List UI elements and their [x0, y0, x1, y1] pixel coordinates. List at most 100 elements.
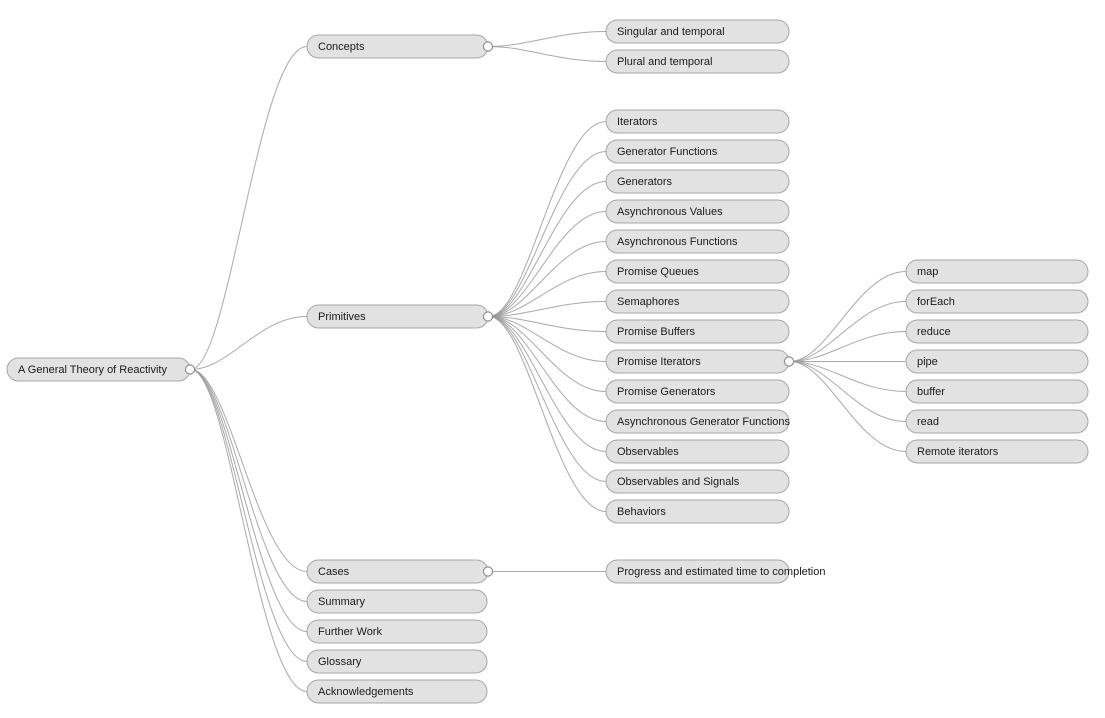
mindmap-node-further-work[interactable]: Further Work: [306, 619, 488, 644]
node-label: reduce: [917, 326, 951, 338]
node-label: Promise Buffers: [617, 326, 696, 338]
node-label: Promise Generators: [617, 386, 716, 398]
node-pill[interactable]: [905, 409, 1089, 434]
mindmap-edge: [789, 361, 907, 422]
node-pill[interactable]: [605, 439, 790, 464]
mindmap-edge: [488, 316, 607, 422]
mindmap-edge: [190, 369, 308, 572]
node-label: Promise Iterators: [617, 356, 701, 368]
mindmap-node-promise-queues[interactable]: Promise Queues: [605, 259, 790, 284]
mindmap-node-observables[interactable]: Observables: [605, 439, 790, 464]
node-pill[interactable]: [605, 469, 790, 494]
mindmap-node-cases[interactable]: Cases: [306, 559, 494, 584]
node-pill[interactable]: [306, 679, 488, 704]
mindmap-node-read[interactable]: read: [905, 409, 1089, 434]
mindmap-node-promise-iterators[interactable]: Promise Iterators: [605, 349, 795, 374]
mindmap-node-progress-and-estimated-time-to-completion[interactable]: Progress and estimated time to completio…: [605, 559, 826, 584]
mindmap-node-asynchronous-functions[interactable]: Asynchronous Functions: [605, 229, 790, 254]
mindmap-edge: [190, 369, 308, 602]
mindmap-node-acknowledgements[interactable]: Acknowledgements: [306, 679, 488, 704]
node-expand-connector[interactable]: [184, 364, 196, 375]
mindmap-edge: [488, 271, 607, 317]
mindmap-edge: [488, 211, 607, 317]
mindmap-node-plural-and-temporal[interactable]: Plural and temporal: [605, 49, 790, 74]
node-pill[interactable]: [306, 649, 488, 674]
node-label: Progress and estimated time to completio…: [617, 566, 826, 578]
node-label: map: [917, 266, 938, 278]
node-pill[interactable]: [306, 589, 488, 614]
mindmap-node-foreach[interactable]: forEach: [905, 289, 1089, 314]
node-pill[interactable]: [905, 319, 1089, 344]
node-expand-connector[interactable]: [482, 311, 494, 322]
mindmap-node-asynchronous-values[interactable]: Asynchronous Values: [605, 199, 790, 224]
mindmap-node-map[interactable]: map: [905, 259, 1089, 284]
node-expand-connector[interactable]: [783, 356, 795, 367]
node-label: buffer: [917, 386, 945, 398]
mindmap-node-primitives[interactable]: Primitives: [306, 304, 494, 329]
node-label: Acknowledgements: [318, 686, 414, 698]
node-pill[interactable]: [605, 49, 790, 74]
node-label: Cases: [318, 566, 350, 578]
mindmap-node-buffer[interactable]: buffer: [905, 379, 1089, 404]
mindmap-node-summary[interactable]: Summary: [306, 589, 488, 614]
node-pill[interactable]: [605, 109, 790, 134]
node-pill[interactable]: [605, 379, 790, 404]
mindmap-node-remote-iterators[interactable]: Remote iterators: [905, 439, 1089, 464]
node-pill[interactable]: [605, 409, 790, 434]
mindmap-node-root[interactable]: A General Theory of Reactivity: [6, 357, 196, 382]
mindmap-node-singular-and-temporal[interactable]: Singular and temporal: [605, 19, 790, 44]
node-pill[interactable]: [905, 259, 1089, 284]
node-pill[interactable]: [605, 169, 790, 194]
mindmap-edge: [488, 316, 607, 482]
mindmap-node-glossary[interactable]: Glossary: [306, 649, 488, 674]
mindmap-node-promise-generators[interactable]: Promise Generators: [605, 379, 790, 404]
node-expand-connector[interactable]: [482, 566, 494, 577]
mindmap-node-reduce[interactable]: reduce: [905, 319, 1089, 344]
mindmap-node-promise-buffers[interactable]: Promise Buffers: [605, 319, 790, 344]
mindmap-node-generators[interactable]: Generators: [605, 169, 790, 194]
node-pill[interactable]: [605, 199, 790, 224]
mindmap-node-pipe[interactable]: pipe: [905, 349, 1089, 374]
node-pill[interactable]: [605, 259, 790, 284]
node-pill[interactable]: [905, 349, 1089, 374]
node-label: Glossary: [318, 656, 362, 668]
node-pill[interactable]: [605, 559, 790, 584]
node-pill[interactable]: [605, 229, 790, 254]
node-label: Observables and Signals: [617, 476, 740, 488]
edges-layer: [190, 31, 907, 692]
node-pill[interactable]: [605, 19, 790, 44]
mindmap-node-observables-and-signals[interactable]: Observables and Signals: [605, 469, 790, 494]
node-label: Summary: [318, 596, 366, 608]
node-label: Observables: [617, 446, 679, 458]
mindmap-edge: [789, 271, 907, 362]
mindmap-edge: [789, 331, 907, 362]
mindmap-node-behaviors[interactable]: Behaviors: [605, 499, 790, 524]
mindmap-edge: [190, 369, 308, 632]
node-pill[interactable]: [905, 289, 1089, 314]
node-pill[interactable]: [306, 619, 488, 644]
mindmap-edge: [488, 316, 607, 362]
mindmap-node-iterators[interactable]: Iterators: [605, 109, 790, 134]
node-pill[interactable]: [905, 439, 1089, 464]
node-pill[interactable]: [605, 289, 790, 314]
node-label: read: [917, 416, 939, 428]
node-pill[interactable]: [605, 139, 790, 164]
mindmap-node-generator-functions[interactable]: Generator Functions: [605, 139, 790, 164]
node-pill[interactable]: [605, 499, 790, 524]
node-label: Promise Queues: [617, 266, 699, 278]
node-label: Asynchronous Values: [617, 206, 723, 218]
node-label: Semaphores: [617, 296, 680, 308]
node-pill[interactable]: [605, 319, 790, 344]
mindmap-node-concepts[interactable]: Concepts: [306, 34, 494, 59]
mindmap-node-asynchronous-generator-functions[interactable]: Asynchronous Generator Functions: [605, 409, 791, 434]
node-pill[interactable]: [905, 379, 1089, 404]
mindmap-edge: [488, 316, 607, 452]
node-label: pipe: [917, 356, 938, 368]
node-expand-connector[interactable]: [482, 41, 494, 52]
mindmap-edge: [190, 369, 308, 662]
mindmap-edge: [488, 181, 607, 317]
node-label: Generator Functions: [617, 146, 718, 158]
mindmap-node-semaphores[interactable]: Semaphores: [605, 289, 790, 314]
